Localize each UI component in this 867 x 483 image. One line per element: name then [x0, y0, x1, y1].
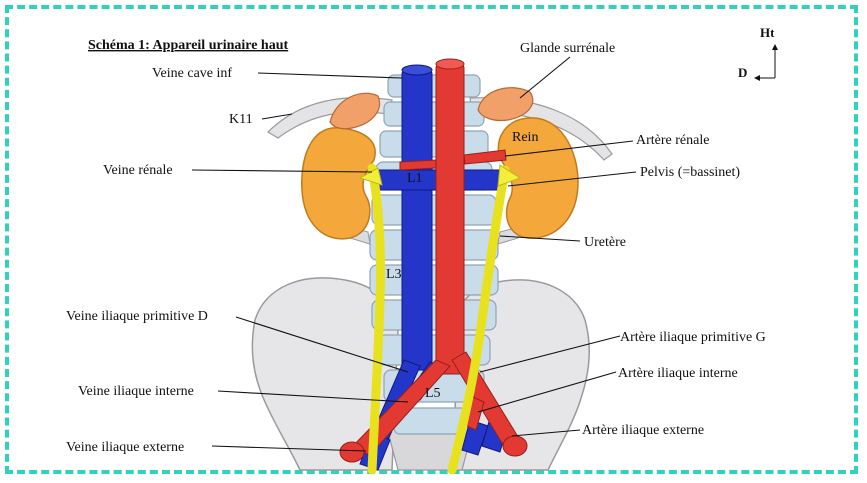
label-l5: L5 — [425, 386, 441, 401]
left-pelvis — [497, 164, 522, 187]
orientation-side-label: D — [738, 65, 747, 80]
left-ureter — [447, 165, 510, 475]
label-rein: Rein — [512, 130, 538, 145]
label-artere-iliaque-externe: Artère iliaque externe — [582, 423, 704, 438]
right-ureter — [367, 163, 386, 475]
label-veine-renale: Veine rénale — [103, 163, 173, 178]
label-uretere: Uretère — [584, 235, 626, 250]
venous-system — [359, 64, 509, 471]
label-k11: K11 — [229, 112, 253, 127]
label-veine-cave-inf: Veine cave inf — [152, 66, 232, 81]
leader-lines — [191, 56, 637, 452]
label-l3: L3 — [386, 267, 402, 282]
label-veine-iliaque-primitive-d: Veine iliaque primitive D — [66, 309, 208, 324]
label-veine-iliaque-interne: Veine iliaque interne — [78, 384, 194, 399]
left-adrenal-gland — [477, 87, 534, 122]
diagram-title: Schéma 1: Appareil urinaire haut — [88, 38, 289, 53]
label-l1: L1 — [407, 171, 423, 186]
right-adrenal-gland — [329, 92, 381, 130]
label-artere-iliaque-primitive-g: Artère iliaque primitive G — [620, 330, 766, 345]
label-pelvis: Pelvis (=bassinet) — [640, 165, 740, 180]
orientation-arrow — [754, 44, 778, 81]
right-pelvis — [358, 167, 383, 186]
label-veine-iliaque-externe: Veine iliaque externe — [66, 440, 184, 455]
right-kidney — [301, 127, 376, 240]
dashed-frame — [5, 5, 858, 474]
label-glande-surrenale: Glande surrénale — [520, 41, 615, 56]
label-artere-iliaque-interne: Artère iliaque interne — [618, 366, 738, 381]
orientation-up-label: Ht — [760, 25, 775, 40]
label-artere-renale: Artère rénale — [636, 133, 709, 148]
